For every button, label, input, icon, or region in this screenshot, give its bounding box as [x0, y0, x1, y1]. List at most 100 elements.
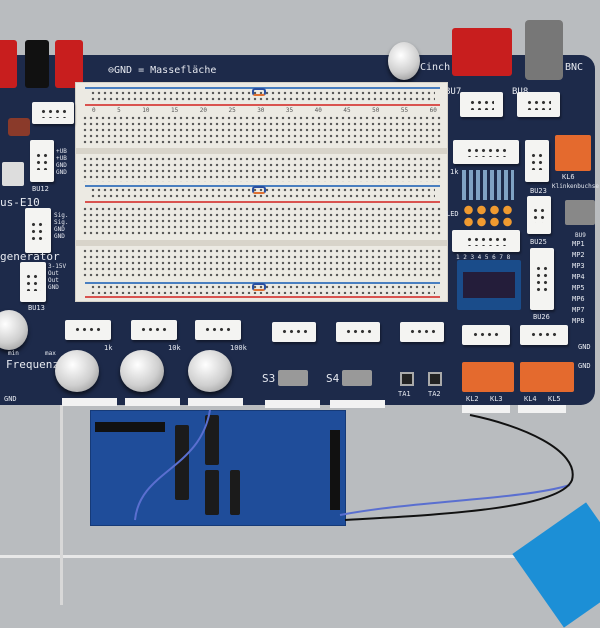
bus-label: us-E10	[0, 196, 40, 209]
bu13-label: BU13	[28, 304, 45, 312]
terminal-strip[interactable]	[82, 115, 442, 145]
socket[interactable]	[32, 102, 74, 124]
power-rail[interactable]	[90, 90, 435, 102]
terminal-strip[interactable]	[82, 156, 442, 182]
bu26-label: BU26	[533, 313, 550, 321]
terminal-strip[interactable]	[82, 206, 442, 236]
bnc-socket[interactable]	[525, 20, 563, 80]
sig-pins: Sig. Sig. GND GND	[54, 212, 69, 240]
mp1[interactable]: MP1	[572, 240, 585, 248]
label-strip	[518, 405, 566, 413]
banana-socket-red[interactable]	[55, 40, 83, 88]
ta1-label: TA1	[398, 390, 411, 398]
gnd-note: ⊖GND = Massefläche	[108, 65, 217, 76]
cinch-socket[interactable]	[452, 28, 512, 76]
bu9-label: BU9	[575, 232, 586, 239]
push-button-ta1[interactable]	[400, 372, 414, 386]
resistor-1k-label: 1k	[450, 168, 459, 176]
slide-switch-s4[interactable]	[342, 370, 372, 386]
gnd-label-2: GND	[578, 362, 591, 370]
socket-bu26[interactable]	[530, 248, 554, 310]
pot-1k-label: 1k	[104, 344, 113, 352]
fuse-holder	[8, 118, 30, 136]
mp8[interactable]: MP8	[572, 317, 585, 325]
klinke-label: Klinkenbuchse	[552, 183, 599, 190]
mp2[interactable]: MP2	[572, 251, 585, 259]
ta2-label: TA2	[428, 390, 441, 398]
label-strip	[330, 400, 385, 408]
label-strip	[125, 398, 180, 406]
potentiometer-10k-knob[interactable]	[120, 350, 164, 392]
socket[interactable]	[452, 230, 520, 252]
blue-wire	[134, 409, 211, 521]
push-button-ta2[interactable]	[428, 372, 442, 386]
rail-red-line	[85, 201, 440, 203]
blue-wire	[339, 484, 571, 516]
bu12-label: BU12	[32, 185, 49, 193]
socket[interactable]	[131, 320, 177, 340]
table-seam	[60, 405, 63, 605]
generator-label: generator	[0, 250, 60, 263]
center-channel	[75, 240, 448, 246]
bnc-label: BNC	[565, 62, 584, 73]
pin-header	[330, 430, 340, 510]
socket[interactable]	[336, 322, 380, 342]
pot-10k-label: 10k	[168, 344, 181, 352]
socket[interactable]	[272, 322, 316, 342]
socket[interactable]	[65, 320, 111, 340]
measure-points: MP1 MP2 MP3 MP4 MP5 MP6 MP7 MP8	[572, 240, 585, 325]
jumper-wire	[252, 283, 266, 291]
slide-switch[interactable]	[2, 162, 24, 186]
kl3-label: KL3	[490, 395, 503, 403]
jack-socket[interactable]	[565, 200, 595, 225]
terminal-strip[interactable]	[82, 248, 442, 278]
gnd-left-label: GND	[4, 395, 17, 403]
min-label: min	[8, 350, 19, 357]
kl2-label: KL2	[466, 395, 479, 403]
socket[interactable]	[525, 140, 549, 182]
mp7[interactable]: MP7	[572, 306, 585, 314]
socket-bu23[interactable]	[527, 196, 551, 234]
socket-bu12[interactable]	[30, 140, 54, 182]
socket[interactable]	[462, 325, 510, 345]
max-label: max	[45, 350, 56, 357]
banana-socket-red[interactable]	[0, 40, 17, 88]
terminal-kl2-kl3[interactable]	[462, 362, 514, 392]
potentiometer-100k-knob[interactable]	[188, 350, 232, 392]
mp6[interactable]: MP6	[572, 295, 585, 303]
bu7-label: BU7	[445, 87, 462, 97]
potentiometer-1k-knob[interactable]	[55, 350, 99, 392]
bu13-pins: 3-15V Out Out GND	[48, 263, 67, 291]
ic-chip	[175, 425, 189, 500]
potentiometer-knob[interactable]	[388, 42, 420, 80]
socket-bu13[interactable]	[20, 262, 46, 302]
pin-header	[95, 422, 165, 432]
socket[interactable]	[400, 322, 444, 342]
socket-bu8[interactable]	[517, 92, 560, 117]
bu23-label: BU23	[530, 187, 547, 195]
kl5-label: KL5	[548, 395, 561, 403]
socket[interactable]	[453, 140, 519, 164]
terminal-kl4-kl5[interactable]	[520, 362, 574, 392]
pot-100k-label: 100k	[230, 344, 247, 352]
cinch-label: Cinch	[420, 62, 451, 73]
mp4[interactable]: MP4	[572, 273, 585, 281]
mp3[interactable]: MP3	[572, 262, 585, 270]
rail-red-line	[85, 296, 440, 298]
s3-label: S3	[262, 372, 276, 385]
jumper-wire	[252, 186, 266, 194]
socket-bu7[interactable]	[460, 92, 503, 117]
socket[interactable]	[195, 320, 241, 340]
socket-signal[interactable]	[25, 208, 51, 253]
black-wire	[344, 414, 574, 521]
slide-switch-s3[interactable]	[278, 370, 308, 386]
frequenz-label: Frequenz	[6, 358, 59, 371]
label-strip	[62, 398, 117, 406]
terminal-kl6[interactable]	[555, 135, 591, 171]
socket[interactable]	[520, 325, 568, 345]
table-seam	[0, 555, 600, 558]
banana-socket-black[interactable]	[25, 40, 49, 88]
mp5[interactable]: MP5	[572, 284, 585, 292]
ic-chip	[205, 415, 219, 465]
